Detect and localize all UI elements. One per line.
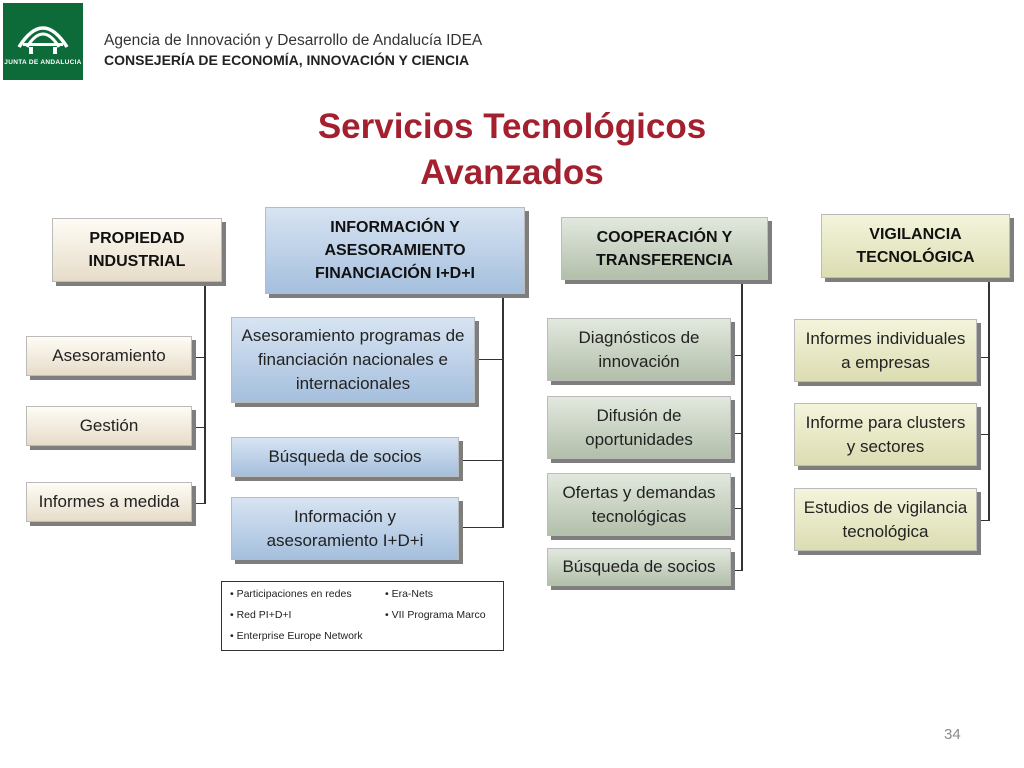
item-busqueda-de-socios-informacion: Búsqueda de socios [231,437,459,477]
agency-name: Agencia de Innovación y Desarrollo de An… [104,32,483,49]
slide-title: Servicios Tecnológicos Avanzados [0,104,1024,196]
item-informes-a-medida: Informes a medida [26,482,192,522]
item-gestion: Gestión [26,406,192,446]
arch-emblem-icon [17,26,69,54]
partner-era-nets: • Era-Nets [385,588,434,600]
page-number: 34 [944,726,961,743]
title-line-1: Servicios Tecnológicos [317,107,707,146]
partner-vii-programa: • VII Programa Marco [385,609,486,621]
partner-een: • Enterprise Europe Network [230,630,363,642]
council-name: CONSEJERÍA DE ECONOMÍA, INNOVACIÓN Y CIE… [104,52,470,68]
partner-red-pi: • Red PI+D+I [230,609,292,621]
title-line-2: Avanzados [420,153,604,192]
partner-participaciones: • Participaciones en redes [230,588,352,600]
item-asesoramiento: Asesoramiento [26,336,192,376]
item-busqueda-de-socios-cooperacion: Búsqueda de socios [547,548,731,586]
partner-networks-box: • Participaciones en redes • Era-Nets • … [221,581,504,651]
logo-text: JUNTA DE ANDALUCIA [4,59,82,66]
junta-andalucia-logo: JUNTA DE ANDALUCIA [3,3,83,80]
